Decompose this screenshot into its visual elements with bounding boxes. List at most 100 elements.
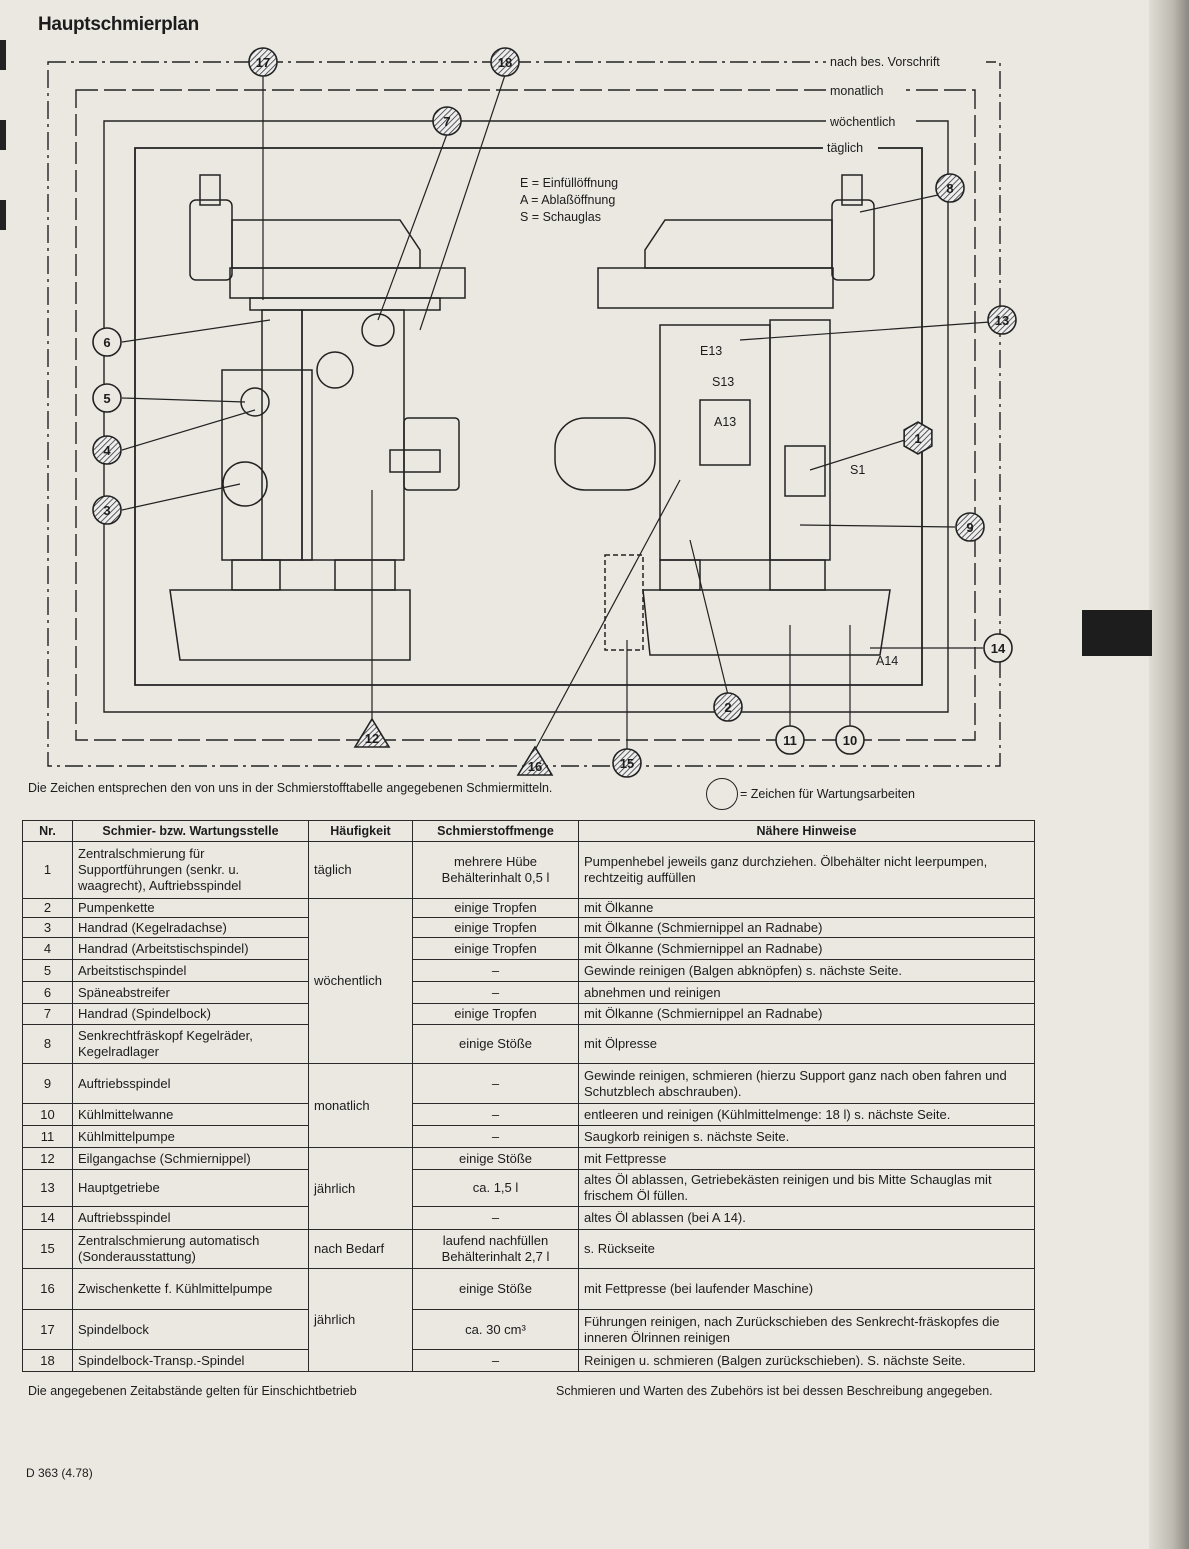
row-hinweis: mit Ölkanne (Schmiernippel an Radnabe): [578, 937, 1035, 960]
row-haeufigkeit: monatlich: [308, 1063, 413, 1148]
row-stelle: Auftriebsspindel: [72, 1206, 309, 1230]
frame-taeglich: [134, 147, 923, 686]
row-hinweis: mit Fettpresse: [578, 1147, 1035, 1170]
marker-5: 5: [92, 383, 122, 413]
row-haeufigkeit: jährlich: [308, 1147, 413, 1230]
frame-monatlich: [75, 89, 976, 741]
row-hinweis: Saugkorb reinigen s. nächste Seite.: [578, 1125, 1035, 1148]
marker-number: 6: [103, 335, 110, 350]
marker-number: 17: [256, 55, 270, 70]
header-menge: Schmierstoffmenge: [412, 820, 579, 842]
row-nr: 7: [22, 1003, 73, 1025]
footer-note-left: Die angegebenen Zeitabstände gelten für …: [28, 1384, 357, 1398]
page-edge: [1149, 0, 1189, 1549]
header-stelle: Schmier- bzw. Wartungsstelle: [72, 820, 309, 842]
row-menge: –: [412, 1125, 579, 1148]
row-nr: 8: [22, 1024, 73, 1064]
page-title: Hauptschmierplan: [38, 14, 199, 35]
binding-mark: [0, 200, 6, 230]
frame-label: täglich: [827, 141, 863, 155]
row-menge: –: [412, 1206, 579, 1230]
row-nr: 1: [22, 841, 73, 899]
row-stelle: Handrad (Spindelbock): [72, 1003, 309, 1025]
binding-mark: [0, 40, 6, 70]
row-menge: einige Stöße: [412, 1268, 579, 1310]
marker-number: 4: [103, 443, 111, 458]
frame-label: nach bes. Vorschrift: [830, 55, 940, 69]
row-stelle: Kühlmittelwanne: [72, 1103, 309, 1126]
row-nr: 12: [22, 1147, 73, 1170]
row-stelle: Eilgangachse (Schmiernippel): [72, 1147, 309, 1170]
marker-3: 3: [92, 495, 122, 525]
marker-number: 12: [365, 731, 379, 746]
row-stelle: Zentralschmierung automatisch (Sonderaus…: [72, 1229, 309, 1269]
marker-number: 10: [843, 733, 857, 748]
row-hinweis: Führungen reinigen, nach Zurückschieben …: [578, 1309, 1035, 1350]
marker-number: 5: [103, 391, 110, 406]
marker-16: 16: [516, 745, 554, 776]
row-stelle: Spindelbock-Transp.-Spindel: [72, 1349, 309, 1372]
row-stelle: Spindelbock: [72, 1309, 309, 1350]
marker-11: 11: [775, 725, 805, 755]
maintenance-circle-symbol: [706, 778, 738, 810]
legend-e: E = Einfüllöffnung: [520, 176, 618, 190]
table-row: 10 Kühlmittelwanne – entleeren und reinig…: [22, 1103, 1035, 1126]
marker-number: 8: [946, 181, 953, 196]
header-haeufigkeit: Häufigkeit: [308, 820, 413, 842]
marker-number: 16: [528, 759, 542, 774]
machine-left-drawing: [169, 174, 466, 661]
row-menge: –: [412, 1063, 579, 1104]
row-menge: ca. 1,5 l: [412, 1169, 579, 1207]
row-hinweis: mit Ölkanne: [578, 898, 1035, 918]
row-stelle: Zwischenkette f. Kühlmittelpumpe: [72, 1268, 309, 1310]
row-hinweis: mit Ölkanne (Schmiernippel an Radnabe): [578, 1003, 1035, 1025]
row-menge: –: [412, 1349, 579, 1372]
row-hinweis: Reinigen u. schmieren (Balgen zurückschi…: [578, 1349, 1035, 1372]
marker-2: 2: [713, 692, 743, 722]
marker-number: 11: [783, 733, 797, 748]
marker-7: 7: [432, 106, 462, 136]
header-nr: Nr.: [22, 820, 73, 842]
row-menge: –: [412, 1103, 579, 1126]
section-tab-marker: [1082, 610, 1152, 656]
marker-6: 6: [92, 327, 122, 357]
row-menge: einige Tropfen: [412, 898, 579, 918]
marker-8: 8: [935, 173, 965, 203]
table-row: 4 Handrad (Arbeitstischspindel)einige Tr…: [22, 937, 1035, 960]
row-hinweis: entleeren und reinigen (Kühlmittelmenge:…: [578, 1103, 1035, 1126]
marker-number: 9: [966, 520, 973, 535]
table-row: 6 Späneabstreifer– abnehmen und reinigen: [22, 981, 1035, 1004]
marker-number: 3: [103, 503, 110, 518]
marker-4: 4: [92, 435, 122, 465]
row-nr: 5: [22, 959, 73, 982]
marker-10: 10: [835, 725, 865, 755]
row-haeufigkeit: täglich: [308, 841, 413, 899]
row-haeufigkeit: wöchentlich: [308, 898, 413, 1064]
row-stelle: Handrad (Kegelradachse): [72, 917, 309, 938]
row-nr: 11: [22, 1125, 73, 1148]
row-hinweis: mit Fettpresse (bei laufender Maschine): [578, 1268, 1035, 1310]
table-row: 18 Spindelbock-Transp.-Spindel– Reinigen…: [22, 1349, 1035, 1372]
row-stelle: Handrad (Arbeitstischspindel): [72, 937, 309, 960]
row-hinweis: altes Öl ablassen, Getriebekästen reinig…: [578, 1169, 1035, 1207]
row-hinweis: s. Rückseite: [578, 1229, 1035, 1269]
header-hinweise: Nähere Hinweise: [578, 820, 1035, 842]
footer-note-right: Schmieren und Warten des Zubehörs ist be…: [556, 1384, 993, 1398]
row-nr: 4: [22, 937, 73, 960]
row-hinweis: mit Ölpresse: [578, 1024, 1035, 1064]
table-row: 1 Zentralschmierung für Supportführungen…: [22, 841, 1035, 899]
row-stelle: Hauptgetriebe: [72, 1169, 309, 1207]
marker-number: 13: [995, 313, 1009, 328]
row-nr: 10: [22, 1103, 73, 1126]
row-menge: einige Stöße: [412, 1147, 579, 1170]
label-a13: A13: [714, 415, 736, 429]
label-a14: A14: [876, 654, 898, 668]
table-row: 8 Senkrechtfräskopf Kegelräder, Kegelrad…: [22, 1024, 1035, 1064]
label-s13: S13: [712, 375, 734, 389]
row-nr: 15: [22, 1229, 73, 1269]
row-hinweis: mit Ölkanne (Schmiernippel an Radnabe): [578, 917, 1035, 938]
binding-mark: [0, 120, 6, 150]
row-stelle: Pumpenkette: [72, 898, 309, 918]
